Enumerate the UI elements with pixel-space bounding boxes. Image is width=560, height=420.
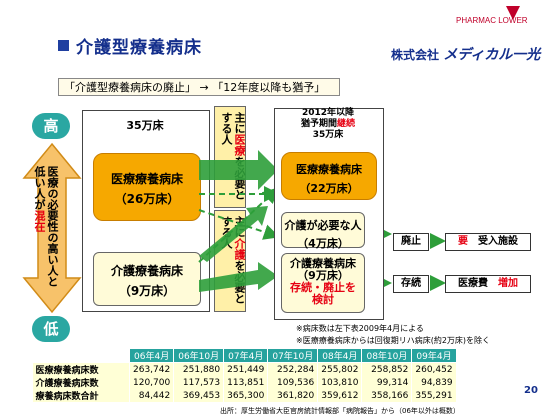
slide-number: 20 (524, 385, 538, 396)
table-col-header: 08年10月 (361, 348, 413, 363)
medical-need-prefix: 主に (233, 112, 246, 134)
future-care-bed-count: （9万床） (297, 269, 349, 282)
title-bullet (58, 40, 69, 51)
page-title: 介護型療養病床 (76, 38, 202, 58)
future-care-note-2: 検討 (312, 293, 334, 306)
table-cell: 113,851 (223, 376, 269, 389)
table-col-header: 07年10月 (267, 348, 319, 363)
table-cell: 252,284 (267, 362, 319, 376)
care-need-label: 介護が必要な人 (284, 219, 362, 232)
note-1: ※病床数は左下表2009年4月による (296, 324, 424, 333)
future-care-bed-box: 介護療養病床 （9万床） 存続・廃止を 検討 (281, 253, 365, 313)
current-care-bed-count: （9万床） (118, 284, 176, 298)
future-header-line2-black: 猶予期間 (300, 119, 337, 129)
subtitle-box: 「介護型療養病床の廃止」 → 「12年度以降も猶予」 (58, 78, 340, 96)
axis-arrow-text-red: 混在 (33, 210, 46, 232)
bed-count-table: 06年4月 06年10月 07年4月 07年10月 08年4月 08年10月 0… (32, 348, 457, 402)
future-care-bed-label: 介護療養病床 (290, 257, 356, 270)
table-row: 介護療養病床数 120,700 117,573 113,851 109,536 … (32, 376, 457, 389)
table-col-header: 09年4月 (411, 348, 457, 363)
table-cell: 94,839 (411, 376, 457, 389)
table-cell: 84,442 (129, 389, 175, 402)
continue-result-text: 医療費 (458, 278, 488, 289)
table-row-label: 療養病床数合計 (32, 389, 130, 402)
table-cell: 251,449 (223, 362, 269, 376)
table-cell: 361,820 (267, 389, 319, 402)
table-cell: 369,453 (173, 389, 225, 402)
table-cell: 358,166 (361, 389, 413, 402)
table-cell: 365,300 (223, 389, 269, 402)
table-header-row: 06年4月 06年10月 07年4月 07年10月 08年4月 08年10月 0… (32, 348, 457, 363)
arrow-medical-to-medical (199, 150, 278, 190)
current-care-bed-box: 介護療養病床 （9万床） (93, 252, 201, 306)
abolish-result-text: 受入施設 (468, 236, 518, 247)
continue-label: 存続 (393, 275, 429, 293)
company-brand: メディカル一光 (443, 47, 541, 63)
table-cell: 359,612 (317, 389, 363, 402)
future-medical-bed-count: （22万床） (299, 182, 359, 195)
abolish-label: 廃止 (393, 233, 429, 251)
table-cell: 255,802 (317, 362, 363, 376)
medical-need-bar (214, 106, 246, 208)
bed-count-table-grid: 06年4月 06年10月 07年4月 07年10月 08年4月 08年10月 0… (32, 348, 457, 402)
table-cell: 99,314 (361, 376, 413, 389)
table-cell: 263,742 (129, 362, 175, 376)
arrow-care-to-need (199, 206, 268, 262)
table-col-header: 06年4月 (128, 348, 175, 363)
table-cell: 103,810 (317, 376, 363, 389)
current-medical-bed-box: 医療療養病床 （26万床） (93, 153, 201, 221)
future-beds-header: 2012年以降 猶予期間継続 35万床 (274, 108, 382, 141)
table-cell: 120,700 (129, 376, 175, 389)
table-cell: 251,880 (173, 362, 225, 376)
table-row: 療養病床数合計 84,442 369,453 365,300 361,820 3… (32, 389, 457, 402)
future-care-note-1: 存続・廃止を (290, 281, 356, 294)
table-cell: 109,536 (267, 376, 319, 389)
future-header-line1: 2012年以降 (301, 108, 355, 118)
future-header-line3: 35万床 (312, 130, 344, 140)
table-corner (32, 348, 130, 363)
current-care-bed-label: 介護療養病床 (110, 264, 183, 278)
axis-arrow-text: 医療の必要性の高い人と低い人が混在 (33, 166, 59, 296)
future-header-line2: 猶予期間継続 (274, 119, 382, 130)
table-col-header: 08年4月 (317, 348, 363, 363)
company-prefix: 株式会社 (391, 48, 440, 62)
note-2: ※医療療養病床からは回復期リハ病床(約2万床)を除く (296, 336, 491, 345)
continue-result: 医療費 増加 (445, 275, 531, 293)
source-note: 出所：厚生労働省大臣官房統計情報部「病院報告」から（06年以外は概数） (220, 407, 460, 415)
table-row: 医療療養病床数 263,742 251,880 251,449 252,284 … (32, 362, 457, 376)
care-need-count: （4万床） (297, 237, 349, 250)
table-cell: 355,291 (411, 389, 457, 402)
medical-need-red: 医療 (233, 134, 246, 156)
high-label: 高 (32, 113, 70, 139)
abolish-result-red: 要 (458, 236, 468, 247)
low-label: 低 (32, 316, 70, 342)
table-cell: 258,852 (361, 362, 413, 376)
care-need-red: 介護 (233, 238, 246, 260)
future-medical-bed-label: 医療療養病床 (296, 163, 362, 176)
continue-result-red: 増加 (498, 278, 518, 289)
table-row-label: 医療療養病床数 (32, 362, 130, 376)
up-down-arrow-icon (22, 142, 82, 314)
table-row-label: 介護療養病床数 (32, 376, 130, 389)
company-name: 株式会社 メディカル一光 (391, 44, 540, 64)
table-col-header: 07年4月 (223, 348, 269, 363)
current-beds-total: 35万床 (126, 119, 164, 132)
axis-arrow-text-main: 医療の必要性の高い人と低い人が (33, 166, 59, 287)
table-col-header: 06年10月 (173, 348, 225, 363)
table-cell: 117,573 (173, 376, 225, 389)
flower-logo-icon (506, 6, 520, 20)
brand-logo-text: PHARMAC LOWER (456, 16, 528, 25)
care-need-box: 介護が必要な人 （4万床） (281, 212, 365, 250)
future-header-line2-red: 継続 (337, 119, 356, 129)
current-medical-bed-label: 医療療養病床 (110, 172, 183, 186)
table-cell: 260,452 (411, 362, 457, 376)
abolish-result: 要 受入施設 (445, 233, 531, 251)
arrow-care-to-care (199, 262, 278, 292)
current-medical-bed-count: （26万床） (114, 192, 180, 206)
future-medical-bed-box: 医療療養病床 （22万床） (281, 152, 377, 200)
